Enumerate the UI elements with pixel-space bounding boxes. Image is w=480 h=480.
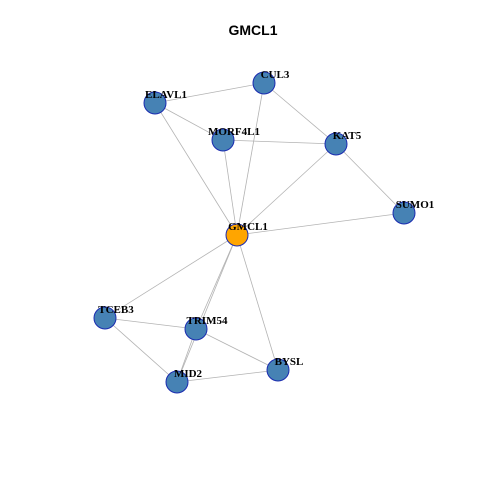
edge-tceb3-mid2 — [104, 317, 178, 383]
node-label-trim54: TRIM54 — [187, 315, 228, 327]
node-bysl: BYSL — [266, 356, 304, 382]
edge-gmcl1-mid2 — [176, 234, 238, 383]
edge-cul3-gmcl1 — [236, 82, 265, 236]
edge-gmcl1-tceb3 — [104, 234, 238, 319]
edge-morf4l1-gmcl1 — [222, 139, 238, 236]
node-label-morf4l1: MORF4L1 — [208, 126, 260, 138]
node-circle-bysl — [266, 358, 290, 382]
node-label-cul3: CUL3 — [261, 69, 290, 81]
edge-trim54-bysl — [195, 328, 279, 371]
node-circle-morf4l1 — [211, 128, 235, 152]
node-label-elavl1: ELAVL1 — [145, 89, 187, 101]
edge-elavl1-morf4l1 — [154, 102, 224, 141]
node-circle-gmcl1 — [225, 223, 249, 247]
node-label-tceb3: TCEB3 — [98, 304, 134, 316]
edge-tceb3-trim54 — [104, 317, 197, 330]
node-elavl1: ELAVL1 — [143, 89, 187, 115]
node-circle-sumo1 — [392, 201, 416, 225]
node-tceb3: TCEB3 — [93, 304, 134, 330]
edge-kat5-gmcl1 — [236, 143, 337, 236]
edge-layer — [104, 82, 405, 383]
edge-cul3-kat5 — [263, 82, 337, 145]
node-circle-cul3 — [252, 71, 276, 95]
node-label-kat5: KAT5 — [333, 130, 362, 142]
node-circle-mid2 — [165, 370, 189, 394]
edge-morf4l1-kat5 — [222, 139, 337, 145]
node-gmcl1: GMCL1 — [225, 221, 268, 247]
node-label-sumo1: SUMO1 — [396, 199, 435, 211]
node-mid2: MID2 — [165, 368, 203, 394]
node-label-gmcl1: GMCL1 — [228, 221, 268, 233]
node-sumo1: SUMO1 — [392, 199, 435, 225]
edge-elavl1-cul3 — [154, 82, 265, 104]
node-label-mid2: MID2 — [174, 368, 203, 380]
edge-mid2-bysl — [176, 369, 279, 383]
node-circle-kat5 — [324, 132, 348, 156]
diagram-title: GMCL1 — [229, 22, 278, 38]
edge-kat5-sumo1 — [335, 143, 405, 214]
node-circle-tceb3 — [93, 306, 117, 330]
node-cul3: CUL3 — [252, 69, 290, 95]
edge-gmcl1-trim54 — [195, 234, 238, 330]
node-kat5: KAT5 — [324, 130, 362, 156]
node-label-bysl: BYSL — [275, 356, 304, 368]
node-circle-trim54 — [184, 317, 208, 341]
node-trim54: TRIM54 — [184, 315, 228, 341]
edge-sumo1-gmcl1 — [236, 212, 405, 236]
edge-gmcl1-bysl — [236, 234, 279, 371]
edge-elavl1-gmcl1 — [154, 102, 238, 236]
node-morf4l1: MORF4L1 — [208, 126, 260, 152]
node-circle-elavl1 — [143, 91, 167, 115]
